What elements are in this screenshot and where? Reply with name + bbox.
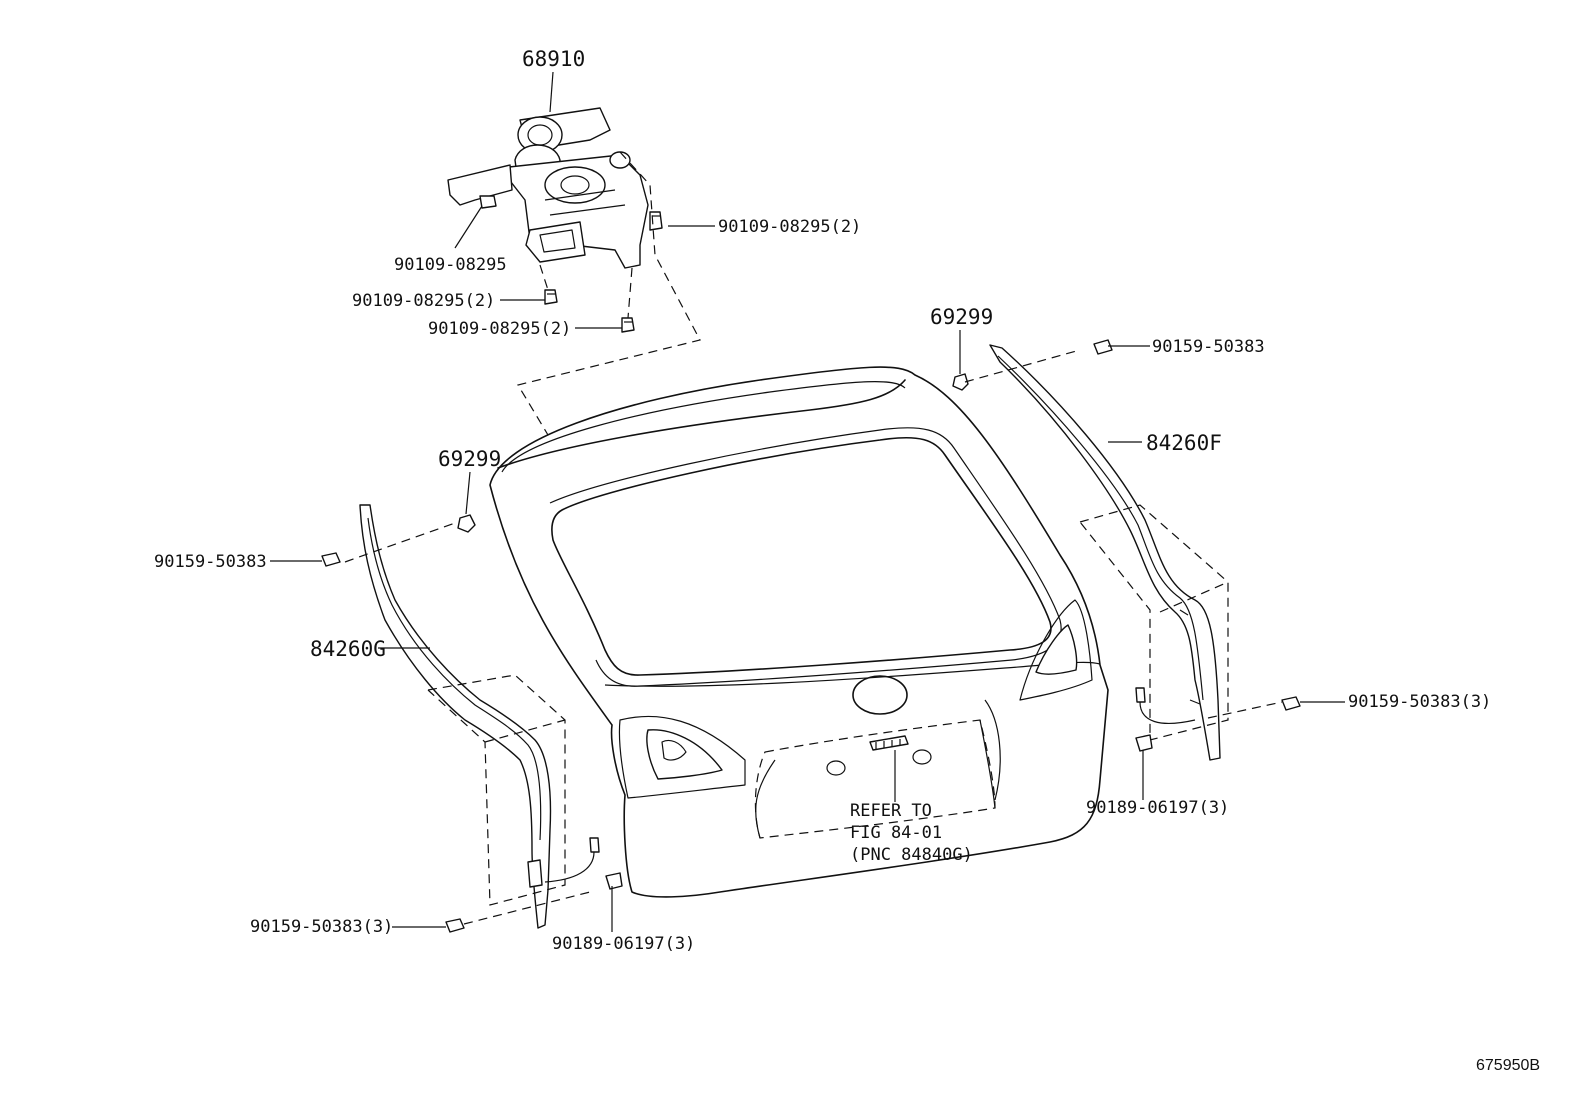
callout-90109-08295: 90109-08295	[394, 255, 507, 275]
license-lamp	[869, 735, 909, 802]
callout-69299-right: 69299	[930, 305, 993, 329]
callout-84260F: 84260F	[1146, 431, 1222, 455]
callout-90159-50383-right: 90159-50383	[1152, 337, 1265, 357]
power-liftgate-motor-assembly	[447, 107, 649, 269]
callout-69299-left: 69299	[438, 447, 501, 471]
callout-90159-50383-left: 90159-50383	[154, 552, 267, 572]
callout-90109-08295-2-b: 90109-08295(2)	[428, 319, 571, 339]
clip-icon	[952, 373, 969, 391]
connector-icon	[1135, 687, 1196, 724]
reference-note-line2: FIG 84-01	[850, 823, 942, 843]
reference-note-line3: (PNC 84840G)	[850, 845, 973, 865]
motor-mount-projection	[517, 151, 701, 436]
clip-icon	[1135, 734, 1153, 752]
bolt-icon	[479, 195, 497, 209]
bolt-icon	[649, 211, 663, 231]
back-door-panel	[489, 366, 1109, 898]
motor-bolts	[479, 195, 663, 333]
bolt-icon	[544, 289, 558, 305]
screw-icon	[445, 918, 465, 933]
callout-90189-06197-3-right: 90189-06197(3)	[1086, 798, 1229, 818]
callout-90189-06197-3-left: 90189-06197(3)	[552, 934, 695, 954]
callout-90159-50383-3-right: 90159-50383(3)	[1348, 692, 1491, 712]
screw-icon	[321, 552, 341, 567]
callout-84260G: 84260G	[310, 637, 386, 661]
bolt-icon	[621, 317, 635, 333]
callout-90109-08295-2-right: 90109-08295(2)	[718, 217, 861, 237]
callout-90109-08295-2-a: 90109-08295(2)	[352, 291, 495, 311]
clip-icon	[605, 872, 623, 890]
screw-icon	[1093, 339, 1113, 355]
leader-lines	[270, 71, 1345, 932]
weatherstrip-left	[359, 504, 552, 929]
figure-id: 675950B	[1476, 1057, 1540, 1074]
callout-90159-50383-3-left: 90159-50383(3)	[250, 917, 393, 937]
screw-icon	[1281, 696, 1301, 711]
reference-note-line1: REFER TO	[850, 801, 932, 821]
weatherstrip-right	[989, 344, 1221, 761]
callout-68910: 68910	[522, 47, 585, 71]
connector-icon	[544, 837, 600, 883]
weatherstrip-right-projection	[1079, 504, 1229, 741]
clip-icon	[457, 514, 476, 533]
